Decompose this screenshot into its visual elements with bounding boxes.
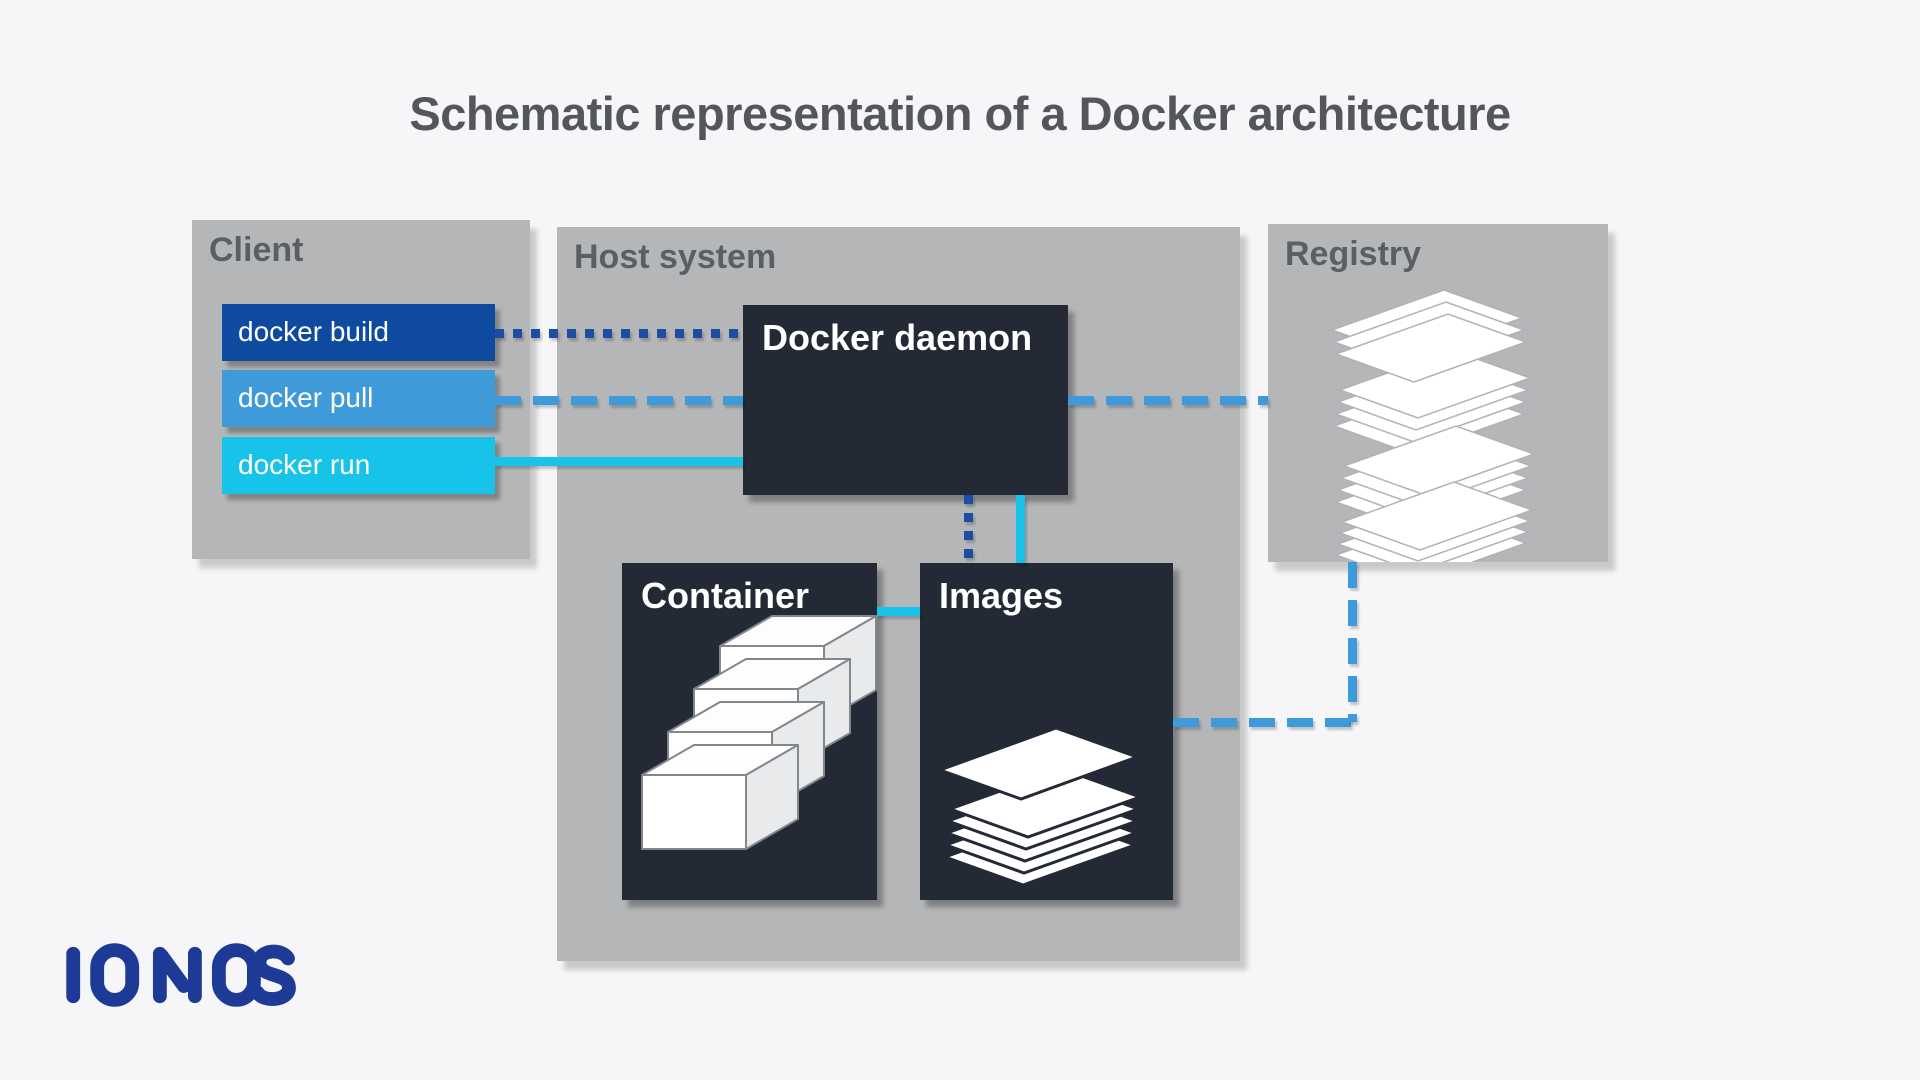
host-system-panel-label: Host system bbox=[574, 238, 777, 276]
images-label: Images bbox=[939, 575, 1064, 616]
run-to-daemon-connector bbox=[495, 457, 743, 466]
daemon-to-images-dotted-connector bbox=[964, 495, 973, 563]
layered-images-icon bbox=[935, 726, 1145, 887]
pull-to-daemon-connector bbox=[495, 396, 743, 405]
ionos-letter-s bbox=[250, 944, 296, 1006]
docker-build-button[interactable]: docker build bbox=[222, 304, 495, 361]
ionos-logo bbox=[66, 943, 296, 1007]
ionos-letter-o2 bbox=[211, 943, 261, 1007]
ionos-letter-o1 bbox=[90, 943, 140, 1007]
stacked-containers-icon bbox=[641, 615, 877, 850]
docker-pull-button[interactable]: docker pull bbox=[222, 370, 495, 427]
container-label: Container bbox=[641, 575, 810, 616]
docker-run-button[interactable]: docker run bbox=[222, 437, 495, 494]
images-to-registry-connector-horizontal bbox=[1173, 718, 1357, 727]
ionos-letter-n bbox=[152, 946, 202, 1004]
build-to-daemon-connector bbox=[495, 329, 743, 338]
docker-daemon-label: Docker daemon bbox=[762, 317, 1033, 358]
images-node: Images bbox=[920, 563, 1173, 900]
client-panel: Client docker build docker pull docker r… bbox=[192, 220, 530, 559]
container-node: Container bbox=[622, 563, 877, 900]
client-panel-label: Client bbox=[209, 231, 304, 269]
registry-panel-label: Registry bbox=[1285, 235, 1422, 273]
daemon-to-registry-connector bbox=[1068, 396, 1268, 405]
page-title: Schematic representation of a Docker arc… bbox=[409, 87, 1511, 140]
container-to-images-connector bbox=[877, 607, 920, 616]
docker-daemon-node: Docker daemon bbox=[743, 305, 1068, 495]
images-to-registry-connector-vertical bbox=[1348, 562, 1357, 722]
registry-layers-icon bbox=[1329, 289, 1537, 562]
daemon-to-images-solid-connector bbox=[1016, 495, 1025, 563]
registry-panel: Registry bbox=[1268, 224, 1608, 562]
